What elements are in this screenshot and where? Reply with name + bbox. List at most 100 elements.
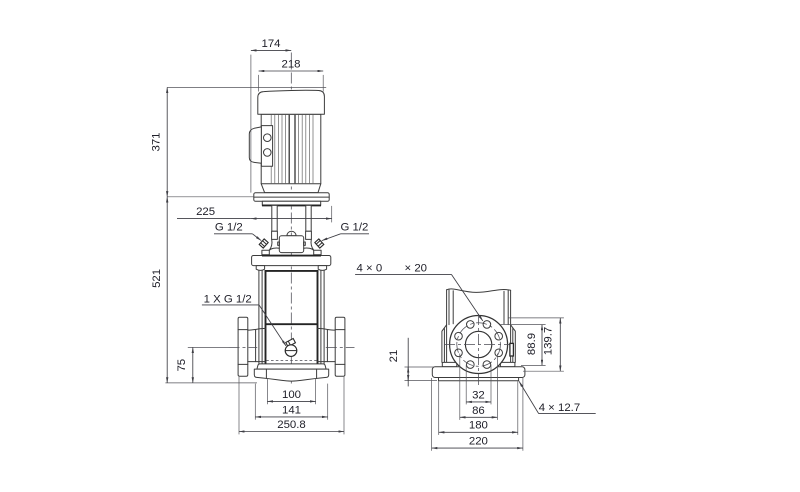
drawing-line bbox=[260, 242, 265, 247]
dim-text-250-8: 250.8 bbox=[277, 419, 306, 431]
plug-pad-right bbox=[313, 249, 322, 256]
plug-outline bbox=[258, 238, 269, 249]
label-text-drain: 1 X G 1/2 bbox=[204, 293, 252, 305]
front-view: 174 218 371 521 bbox=[151, 38, 369, 435]
label-text-g12-left: G 1/2 bbox=[215, 222, 243, 234]
dim-motor-width: 218 bbox=[258, 59, 324, 92]
dim-text-371: 371 bbox=[151, 132, 163, 151]
coupling-left bbox=[271, 230, 278, 240]
terminal-box bbox=[260, 125, 274, 167]
base-top-step bbox=[256, 363, 327, 370]
plug-outline bbox=[314, 238, 325, 249]
motor-fan-cover bbox=[257, 89, 325, 115]
dim-text-521: 521 bbox=[151, 269, 163, 288]
bracket-left bbox=[441, 324, 448, 363]
dim-base-width-mid: 141 bbox=[254, 383, 329, 420]
dim-port-face-span: 250.8 bbox=[238, 376, 345, 435]
bracket-foot-right bbox=[499, 361, 516, 368]
outline bbox=[466, 320, 475, 329]
dim-fan-cover-width: 174 bbox=[250, 38, 292, 193]
chamber-stack bbox=[251, 254, 332, 365]
head-block bbox=[278, 235, 305, 254]
cable-entry-bottom bbox=[263, 148, 272, 157]
dim-flange-top-height: 139.7 bbox=[508, 317, 564, 372]
port-neck-left bbox=[247, 327, 266, 363]
front-dimensions: 174 218 371 521 bbox=[151, 38, 369, 435]
outline bbox=[454, 331, 463, 341]
outline bbox=[482, 320, 492, 329]
outline bbox=[454, 348, 463, 358]
terminal-box-cover bbox=[248, 126, 262, 164]
pump-base bbox=[253, 363, 330, 382]
vent-plug-left bbox=[258, 238, 269, 249]
plug-pad-left bbox=[261, 249, 270, 256]
dim-base-overall-width: 220 bbox=[431, 378, 524, 451]
dim-slot-span: 86 bbox=[459, 353, 498, 420]
drain-plug bbox=[284, 337, 298, 357]
dimension-line bbox=[252, 233, 262, 241]
tie-rods bbox=[258, 270, 325, 365]
dim-text-220: 220 bbox=[469, 436, 488, 448]
label-vent-plug-right: G 1/2 bbox=[321, 222, 369, 241]
dimension-line bbox=[451, 274, 484, 322]
dim-port-axis-height: 75 bbox=[176, 347, 229, 384]
dim-text-218: 218 bbox=[281, 59, 300, 71]
flange-tag bbox=[509, 342, 515, 357]
dim-port-axis-height-side: 88.9 bbox=[500, 324, 546, 366]
cable-entry-top bbox=[263, 133, 272, 142]
outline bbox=[303, 241, 306, 246]
dim-pump-height: 521 bbox=[151, 196, 257, 384]
dim-text-139-7: 139.7 bbox=[543, 327, 555, 356]
dim-text-21: 21 bbox=[388, 350, 400, 363]
dim-text-100: 100 bbox=[282, 389, 301, 401]
dim-text-88-9: 88.9 bbox=[526, 333, 538, 355]
note-text-holes-suffix: × 20 bbox=[405, 263, 428, 275]
dim-base-width-inner: 100 bbox=[267, 378, 316, 405]
port-flange-left bbox=[237, 316, 249, 377]
note-text-holes-prefix: 4 × 0 bbox=[357, 263, 383, 275]
label-drain-plug: 1 X G 1/2 bbox=[201, 293, 287, 347]
drawing-line bbox=[317, 242, 323, 247]
label-vent-plug-left: G 1/2 bbox=[214, 222, 262, 241]
dimension-line bbox=[321, 233, 341, 241]
drawing-line bbox=[262, 240, 267, 245]
note-flange-holes: 4 × 0 × 20 bbox=[355, 263, 484, 322]
outline bbox=[277, 241, 280, 246]
motor bbox=[248, 89, 330, 207]
tie-rod-nut-right bbox=[317, 265, 328, 271]
bracket-foot-left bbox=[441, 361, 458, 368]
dimension-line bbox=[518, 381, 540, 414]
port-neck-right bbox=[317, 327, 336, 363]
base-plate bbox=[253, 368, 330, 382]
dim-text-180: 180 bbox=[469, 420, 488, 432]
port-flange-right bbox=[334, 316, 346, 377]
port-flange-face bbox=[444, 314, 515, 388]
head-flange-plate bbox=[251, 255, 332, 267]
dimension-line bbox=[258, 304, 287, 347]
outline bbox=[494, 331, 504, 341]
label-text-g12-right: G 1/2 bbox=[340, 222, 368, 234]
side-view: 4 × 0 × 20 21 88.9 bbox=[355, 263, 596, 451]
drawing-line bbox=[315, 240, 321, 245]
note-text-foot-holes: 4 × 12.7 bbox=[539, 402, 581, 414]
dim-text-141: 141 bbox=[282, 404, 301, 416]
side-dimensions: 4 × 0 × 20 21 88.9 bbox=[355, 263, 596, 451]
ports bbox=[228, 316, 355, 377]
outline bbox=[494, 348, 504, 358]
outline bbox=[268, 247, 315, 251]
side-brackets bbox=[441, 324, 516, 368]
dim-text-225: 225 bbox=[196, 206, 215, 218]
dim-slot-spacing: 32 bbox=[465, 364, 492, 405]
dim-text-86: 86 bbox=[472, 405, 485, 417]
dim-head-width: 225 bbox=[177, 205, 333, 223]
coupling-right bbox=[305, 230, 312, 240]
vent-plug-right bbox=[314, 238, 325, 249]
dim-base-edge-height: 21 bbox=[388, 337, 437, 387]
tie-rod-nut-left bbox=[255, 265, 266, 271]
dim-base-width: 180 bbox=[438, 381, 519, 435]
dim-motor-height: 371 bbox=[151, 87, 327, 198]
body-break-line bbox=[446, 288, 512, 293]
dim-text-75: 75 bbox=[176, 359, 188, 372]
